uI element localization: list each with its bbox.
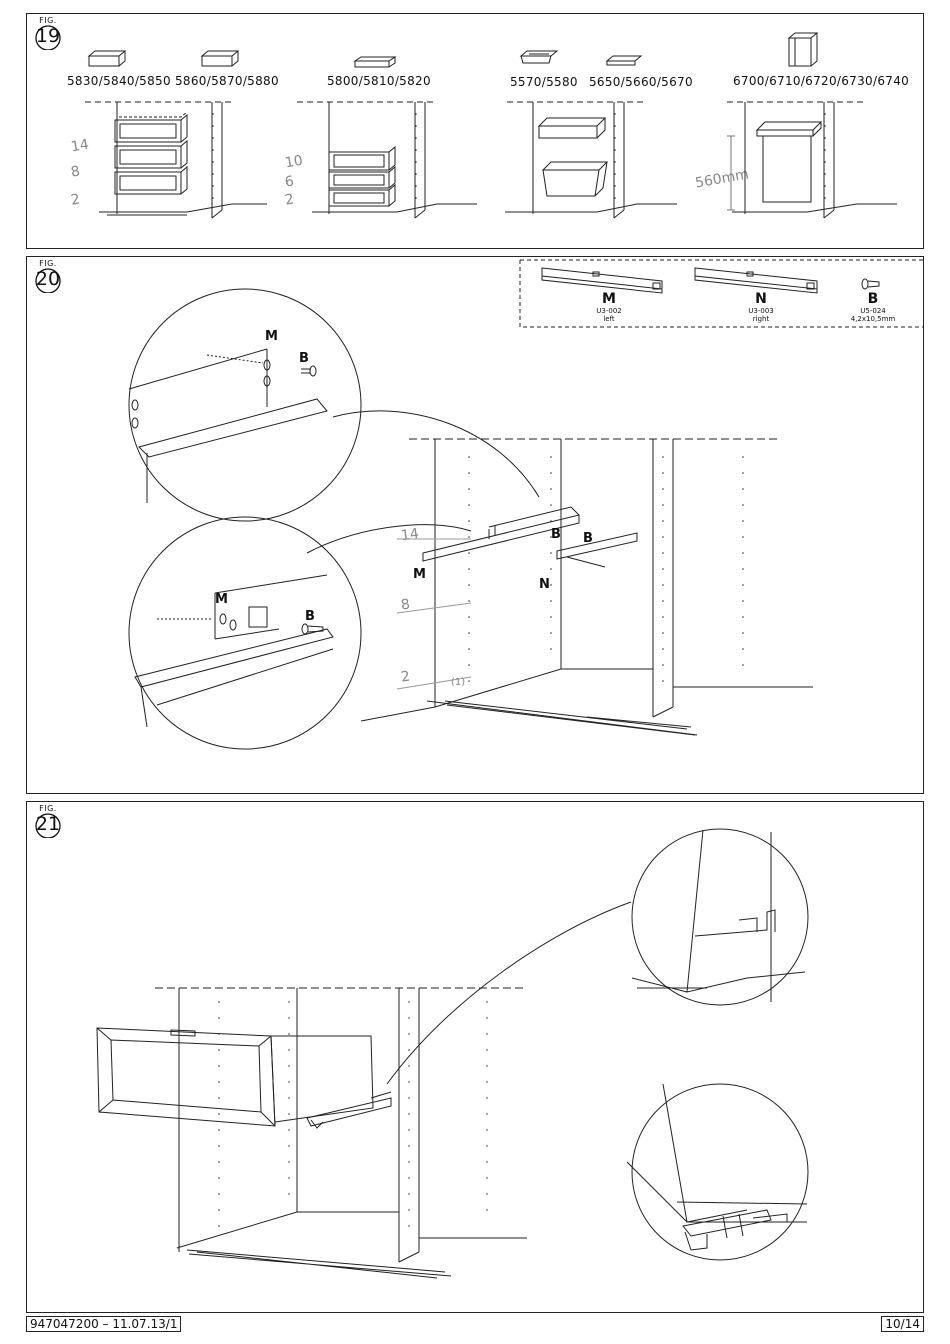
insert-icon-1	[521, 51, 557, 63]
part-n-code: U3-003	[741, 307, 781, 315]
callout-n: N	[539, 577, 550, 592]
insert-icon-2	[607, 56, 641, 65]
callout-m: M	[413, 567, 426, 582]
drawer-icon-1	[89, 51, 125, 66]
screw-b-icon	[862, 279, 879, 289]
detail-callout-m-bottom: M	[215, 592, 228, 607]
part-m-letter: M	[589, 291, 629, 307]
figure-19-panel: FIG. 19 5830/5840/5850 5860/5870/5880 58…	[26, 13, 924, 249]
figure-19-drawing	[27, 14, 925, 250]
hole-mark: (1)	[451, 677, 465, 688]
callout-b-1: B	[551, 527, 561, 542]
figure-21-panel: FIG. 21	[26, 801, 924, 1313]
detail-callout-m-top: M	[265, 329, 278, 344]
figure-21-drawing	[27, 802, 925, 1314]
page-number: 10/14	[881, 1316, 924, 1332]
document-id: 947047200 – 11.07.13/1	[26, 1316, 181, 1332]
part-b-size: 4,2x10,5mm	[845, 315, 901, 323]
drawer-icon-2	[202, 51, 238, 66]
part-b-label: B U5-024 4,2x10,5mm	[845, 291, 901, 323]
part-b-letter: B	[845, 291, 901, 307]
part-n-letter: N	[741, 291, 781, 307]
callout-b-2: B	[583, 531, 593, 546]
detail-callout-b-top: B	[299, 351, 309, 366]
rail-m-icon	[542, 268, 662, 293]
basket-icon	[789, 33, 817, 66]
rail-n-mounted	[557, 533, 637, 559]
part-m-label: M U3-002 left	[589, 291, 629, 323]
detail-callout-b-bottom: B	[305, 609, 315, 624]
part-m-code: U3-002	[589, 307, 629, 315]
level-14: 14	[400, 526, 420, 544]
part-n-side: right	[741, 315, 781, 323]
rail-n-icon	[695, 268, 817, 293]
figure-20-drawing	[27, 257, 925, 795]
part-n-label: N U3-003 right	[741, 291, 781, 323]
figure-20-panel: FIG. 20	[26, 256, 924, 794]
drawer-icon-3	[355, 57, 395, 67]
part-b-code: U5-024	[845, 307, 901, 315]
part-m-side: left	[589, 315, 629, 323]
